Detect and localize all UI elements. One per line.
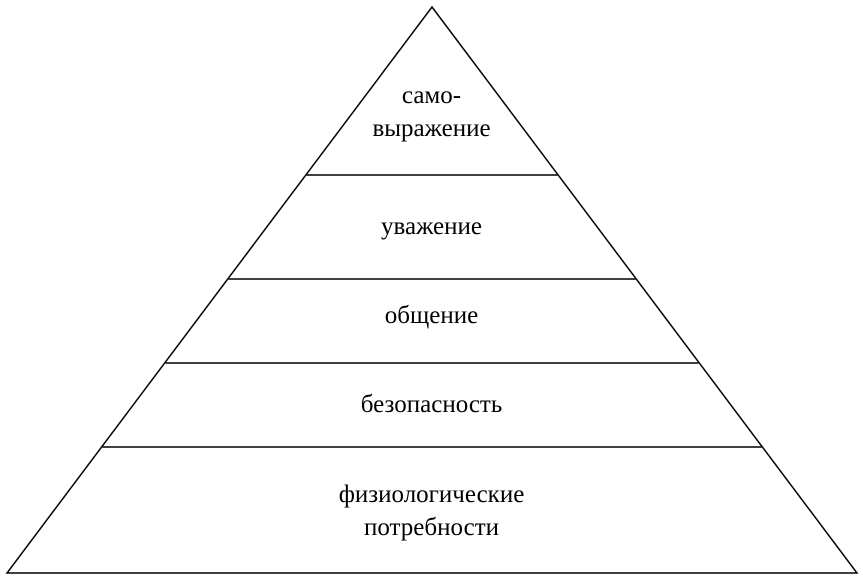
level-communication-line-1: общение [384, 302, 479, 329]
level-communication-label: общение [0, 299, 863, 332]
pyramid-triangle [5, 5, 859, 574]
level-self-expression-line-1: само- [401, 82, 462, 109]
level-physiological-label: физиологические потребности [0, 478, 863, 544]
level-physiological-line-2: потребности [364, 514, 499, 541]
level-respect-label: уважение [0, 210, 863, 243]
level-self-expression-label: само- выражение [0, 79, 863, 145]
level-respect-line-1: уважение [381, 213, 482, 240]
level-safety-line-1: безопасность [360, 391, 503, 418]
level-safety-label: безопасность [0, 388, 863, 421]
level-self-expression-line-2: выражение [372, 115, 491, 142]
level-physiological-line-1: физиологические [338, 481, 525, 508]
